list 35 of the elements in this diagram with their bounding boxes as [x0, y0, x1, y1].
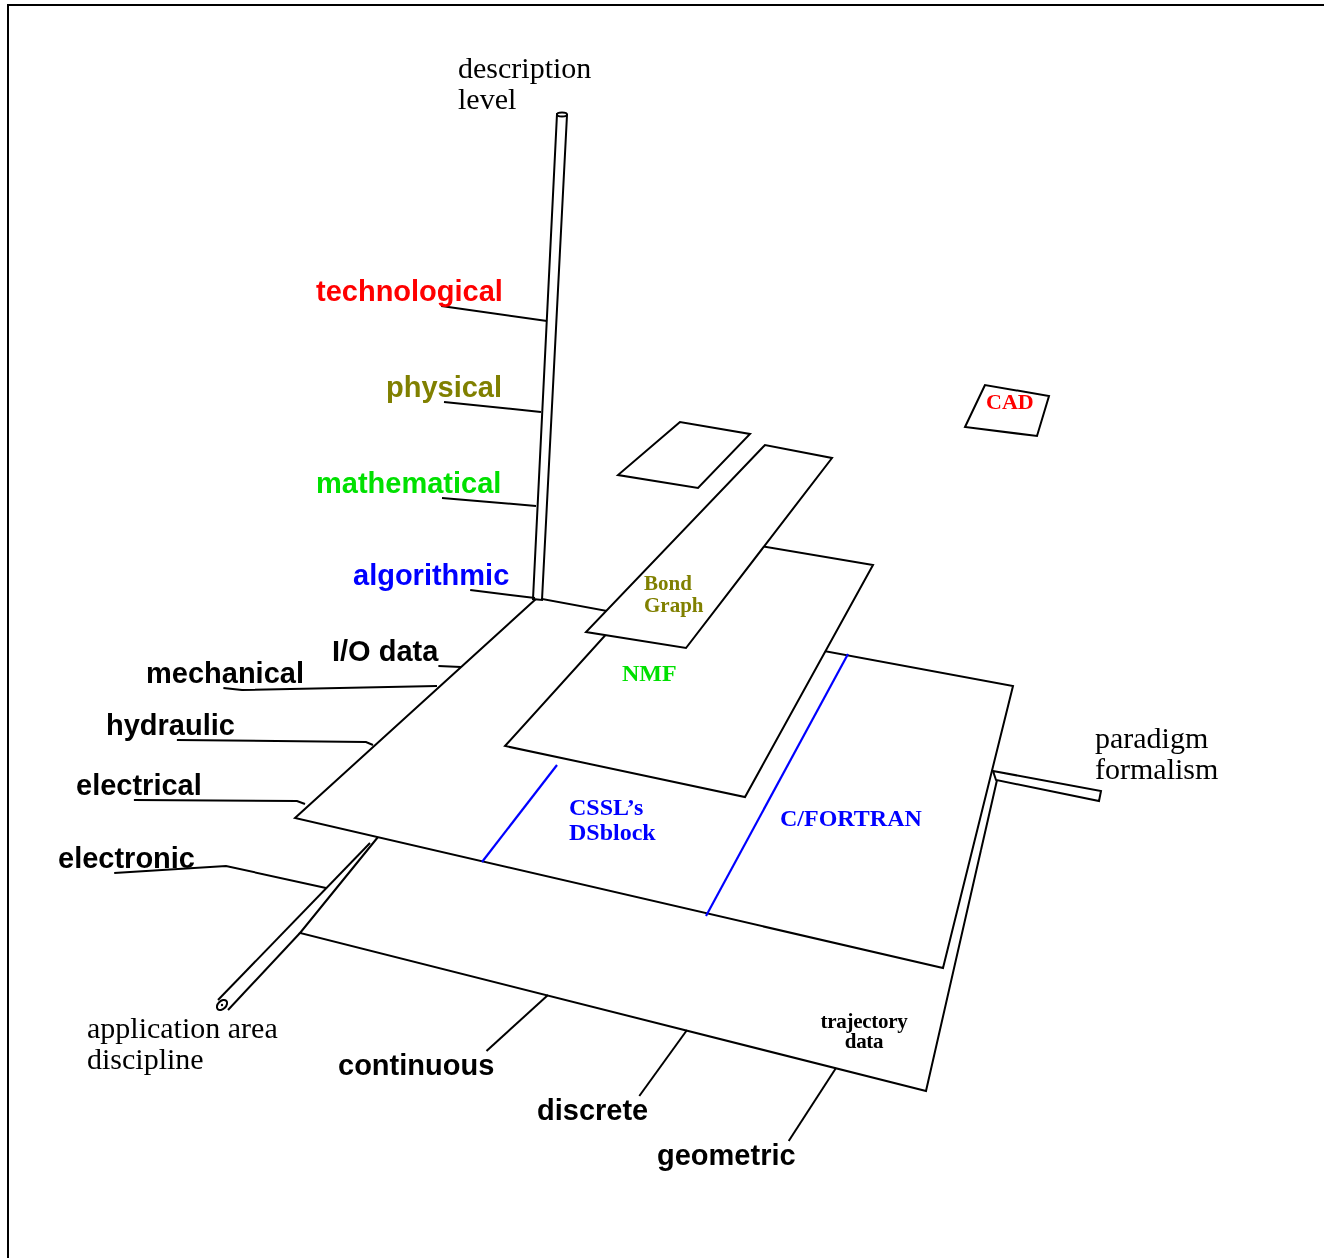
axis-value-label: technological [316, 277, 503, 306]
plane-label: NMF [622, 661, 678, 687]
axis-value-label: hydraulic [106, 711, 235, 740]
axis-value-label: continuous [338, 1051, 495, 1080]
level-plane [616, 420, 752, 490]
axis-value-label: discrete [537, 1096, 649, 1125]
leader-line [469, 589, 536, 599]
axis-value-label: algorithmic [353, 561, 510, 590]
leader-line [175, 739, 374, 746]
plane-label: CSSL’s DSblock [569, 795, 657, 846]
axis-title: paradigm formalism [1095, 723, 1220, 785]
plane-label: CAD [986, 390, 1035, 414]
leader-line [132, 799, 306, 805]
axis-value-label: mechanical [146, 659, 304, 688]
level-plane [963, 383, 1051, 438]
leader-line [437, 665, 462, 668]
plane-label: C/FORTRAN [780, 806, 923, 832]
axis-title: description level [458, 53, 593, 115]
plane-label: trajectory data [819, 1012, 909, 1052]
leader-line [787, 1067, 837, 1142]
leader-line [443, 401, 542, 413]
axis-value-label: geometric [657, 1141, 796, 1170]
vertical-axis [531, 112, 569, 602]
axis-value-label: mathematical [316, 469, 502, 498]
axis-value-label: physical [386, 373, 503, 402]
leader-line [638, 1029, 688, 1097]
leader-line [113, 865, 327, 889]
leader-line [441, 497, 537, 507]
leader-line [222, 685, 438, 691]
axis-value-label: electronic [58, 844, 195, 873]
axis-title: application area discipline [87, 1013, 279, 1075]
plane-label: Bond Graph [644, 572, 705, 617]
axis-value-label: I/O data [332, 637, 439, 666]
axis-value-label: electrical [76, 771, 202, 800]
leader-line [485, 994, 549, 1052]
